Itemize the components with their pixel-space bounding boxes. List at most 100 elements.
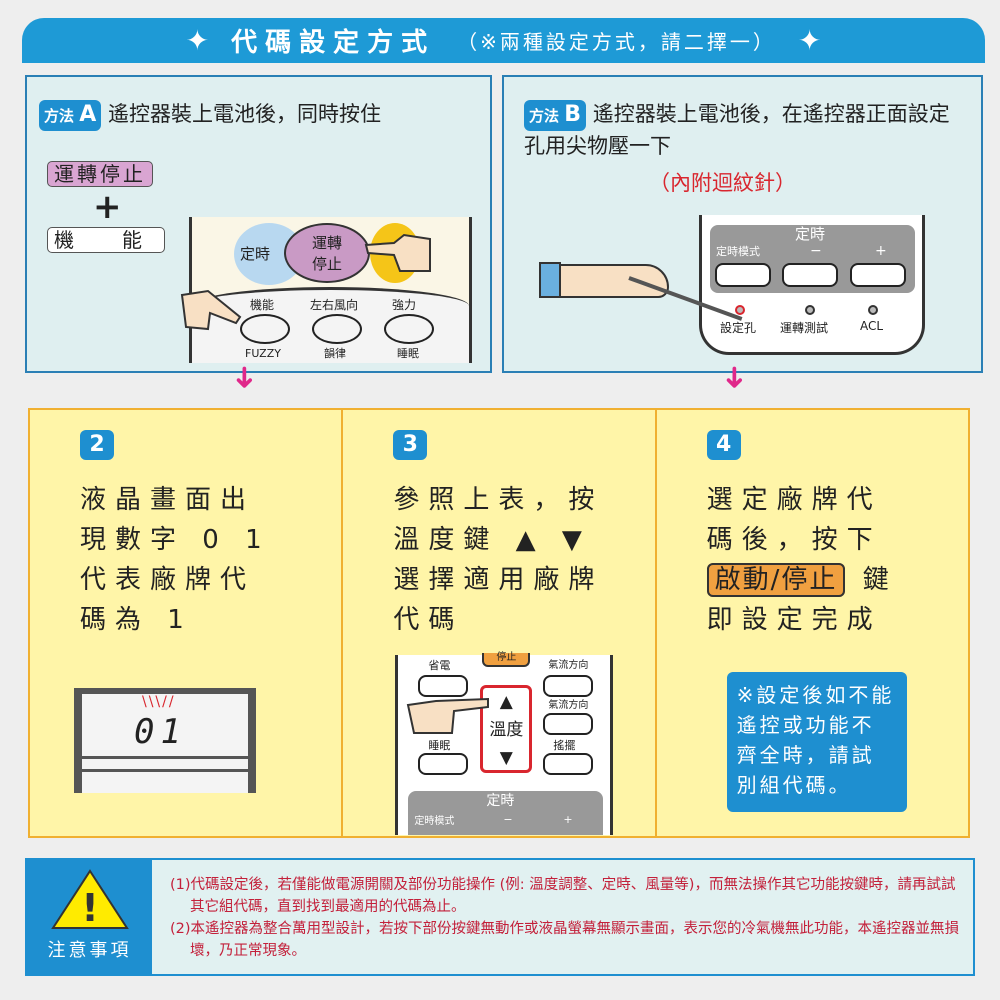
step-text: 參照上表，按 溫度鍵 ▲ ▼ 選擇適用廠牌 代碼: [393, 485, 604, 635]
plus-icon: +: [93, 187, 122, 227]
down-triangle-icon: ▼: [499, 748, 513, 768]
airflow-button: [543, 675, 594, 697]
timer-plus-button: [850, 263, 906, 287]
notice-item: (2)本遙控器為整合萬用型設計，若按下部份按鍵無動作或液晶螢幕無顯示畫面，表示您…: [170, 921, 960, 959]
plus-label: +: [563, 813, 573, 826]
up-triangle-icon: ▲: [499, 692, 513, 712]
plus-label: +: [875, 243, 887, 259]
timer-mode-label: 定時模式: [716, 245, 760, 258]
step-3: 3 參照上表，按 溫度鍵 ▲ ▼ 選擇適用廠牌 代碼 停止 省電 氣流方向 ▲ …: [343, 410, 657, 836]
timer-label: 定時: [486, 793, 515, 809]
tip-box: ※設定後如不能遙控或功能不齊全時，請試別組代碼。: [726, 672, 907, 812]
temperature-button: ▲ 溫度 ▼: [480, 685, 533, 773]
timer-mode-button: [715, 263, 771, 287]
method-a-panel: 方法 A 遙控器裝上電池後，同時按住 運轉停止 + 機 能 定時 運轉 停止 機…: [25, 75, 492, 373]
method-a-heading: 方法 A 遙控器裝上電池後，同時按住: [39, 99, 381, 131]
run-stop-key-label: 運轉停止: [47, 161, 153, 187]
svg-text:!: !: [81, 886, 98, 930]
lcd-lines: [82, 756, 248, 772]
sleeve-cuff: [539, 262, 561, 298]
step-number: 2: [80, 430, 114, 460]
remote-illustration-3: 停止 省電 氣流方向 ▲ 溫度 ▼ 氣流方向 睡眠 搖擺 定時 定時模式 − +: [395, 653, 614, 835]
sleep-label: 睡眠: [397, 347, 419, 360]
eco-button: [418, 675, 469, 697]
down-arrow-icon: ➜: [227, 364, 263, 391]
pointing-hand-icon: [364, 233, 431, 272]
start-stop-key-label: 啟動/停止: [706, 563, 846, 597]
set-hole-label: 設定孔: [720, 321, 757, 335]
fuzzy-label: FUZZY: [245, 347, 281, 360]
function-key-label: 機 能: [47, 227, 165, 253]
swing-button: [312, 314, 362, 344]
eco-label: 省電: [428, 659, 451, 672]
airflow-button-2: [543, 713, 594, 735]
function-label: 機能: [250, 298, 275, 312]
key-suffix: 鍵: [862, 565, 898, 595]
minus-label: −: [503, 813, 513, 826]
method-a-badge: 方法 A: [39, 99, 102, 131]
swing-label: 搖擺: [553, 739, 576, 752]
warning-icon: !: [50, 869, 129, 930]
notice-text: (1)代碼設定後，若僅能做電源開關及部份功能操作 (例: 溫度調整、定時、風量等…: [170, 874, 960, 962]
test-run-hole: [805, 305, 815, 315]
star-icon: ✦: [797, 24, 822, 57]
remote-illustration-b: 定時 定時模式 − + 設定孔 運轉測試 ACL: [699, 215, 925, 355]
method-b-badge: 方法 B: [524, 99, 587, 131]
remote-illustration-a: 定時 運轉 停止 機能 左右風向 強力 FUZZY 韻律 睡眠: [180, 217, 472, 363]
step-4: 4 選定廠牌代 碼後，按下 啟動/停止 鍵 即設定完成 ※設定後如不能遙控或功能…: [657, 410, 968, 836]
set-hole: [735, 305, 745, 315]
step-number: 3: [393, 430, 428, 460]
acl-hole: [868, 305, 878, 315]
airflow-label: 氣流方向: [548, 660, 589, 671]
lcd-illustration: \\\// 01: [74, 688, 256, 793]
step-2: 2 液晶畫面出 現數字 0 1 代表廠牌代 碼為 1 \\\// 01: [30, 410, 344, 836]
acl-label: ACL: [860, 319, 884, 333]
swing-label: 左右風向: [310, 298, 359, 312]
step-number: 4: [706, 430, 741, 460]
step-line: 即設定完成: [706, 605, 882, 635]
timer-label: 定時: [795, 225, 826, 243]
pointing-hand-icon: [407, 697, 490, 734]
run-stop-button: 運轉 停止: [284, 223, 370, 283]
method-b-text: 遙控器裝上電池後，在遙控器正面設定孔用尖物壓一下: [524, 102, 950, 158]
function-button: [240, 314, 290, 344]
timer-mode-label: 定時模式: [414, 816, 455, 827]
swing-button: [543, 753, 594, 775]
temperature-label: 溫度: [489, 720, 524, 740]
lcd-digits: 01: [134, 712, 187, 752]
down-arrow-icon: ➜: [717, 364, 753, 391]
rhythm-label: 韻律: [324, 347, 346, 360]
test-run-label: 運轉測試: [780, 321, 829, 335]
timer-group: 定時 定時模式 − +: [408, 791, 604, 835]
step-line: 啟動/停止 鍵: [706, 560, 898, 600]
step-text: 液晶畫面出 現數字 0 1 代表廠牌代 碼為 1: [80, 485, 271, 635]
paperclip-note: （內附迴紋針）: [649, 171, 796, 195]
sleep-label: 睡眠: [428, 739, 451, 752]
method-b-panel: 方法 B 遙控器裝上電池後，在遙控器正面設定孔用尖物壓一下 （內附迴紋針） 定時…: [502, 75, 983, 373]
power-button: [384, 314, 434, 344]
notice-title: 注意事項: [47, 940, 132, 961]
stop-button: 停止: [482, 653, 531, 667]
hand-with-pin-illustration: [539, 262, 743, 321]
notice-item: (1)代碼設定後，若僅能做電源開關及部份功能操作 (例: 溫度調整、定時、風量等…: [170, 877, 956, 915]
blink-icon: \\\//: [142, 694, 176, 710]
step-line: 選定廠牌代: [706, 485, 882, 515]
steps-section: 2 液晶畫面出 現數字 0 1 代表廠牌代 碼為 1 \\\// 01 3 參照…: [28, 408, 970, 838]
airflow-label-2: 氣流方向: [548, 700, 589, 711]
hand: [559, 264, 669, 298]
remote-lower: 機能 左右風向 強力 FUZZY 韻律 睡眠: [192, 287, 469, 363]
step-text: 選定廠牌代 碼後，按下 啟動/停止 鍵 即設定完成: [706, 480, 898, 640]
step-line: 碼後，按下: [706, 525, 882, 555]
pointing-hand-icon: [180, 289, 242, 331]
sleep-button: [418, 753, 469, 775]
notice-side: ! 注意事項: [27, 860, 152, 974]
method-a-text: 遙控器裝上電池後，同時按住: [107, 102, 381, 126]
power-label: 強力: [392, 298, 417, 312]
notice-box: ! 注意事項 (1)代碼設定後，若僅能做電源開關及部份功能操作 (例: 溫度調整…: [25, 858, 975, 976]
minus-label: −: [810, 243, 822, 259]
timer-minus-button: [782, 263, 838, 287]
page-title: 代碼設定方式: [231, 28, 436, 58]
timer-group: 定時 定時模式 − +: [710, 225, 915, 293]
page-subtitle: （※兩種設定方式，請二擇一）: [457, 30, 776, 54]
method-b-heading: 方法 B 遙控器裝上電池後，在遙控器正面設定孔用尖物壓一下: [524, 99, 964, 161]
